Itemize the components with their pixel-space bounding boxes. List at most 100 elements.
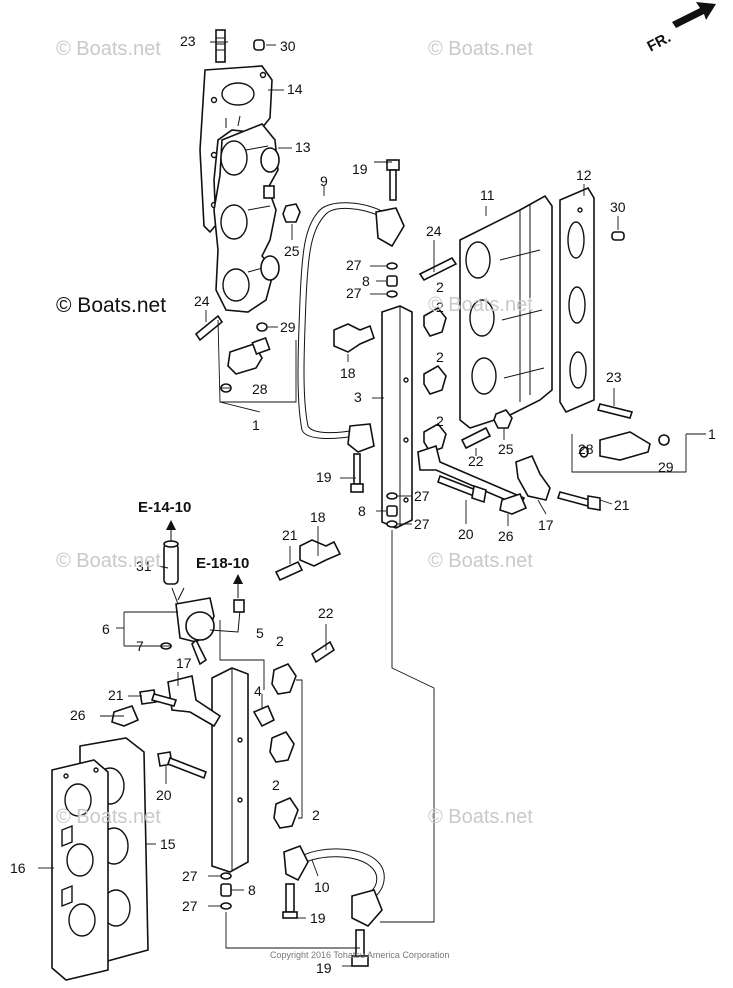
- callout-26: 26: [498, 528, 514, 544]
- fuel-rail-3: [381, 305, 413, 529]
- intake-manifold-13: [213, 115, 280, 313]
- callout-24: 24: [426, 223, 442, 239]
- callout-19: 19: [310, 910, 326, 926]
- injector-1-left: [217, 319, 297, 413]
- callout-21: 21: [108, 687, 124, 703]
- callout-14: 14: [287, 81, 303, 97]
- ref-e-18-10: E-18-10: [196, 555, 249, 572]
- callout-31: 31: [136, 558, 152, 574]
- watermark: © Boats.net: [56, 806, 161, 828]
- callout-19: 19: [316, 960, 332, 976]
- clamps-2-lower: [269, 663, 303, 829]
- callout-2: 2: [436, 279, 444, 295]
- watermark: © Boats.net: [56, 550, 161, 572]
- callout-1: 1: [708, 426, 716, 442]
- orings-27-8-lower: [220, 872, 360, 949]
- callout-30: 30: [610, 199, 626, 215]
- clip-26-lower: [111, 705, 140, 727]
- callout-12: 12: [576, 167, 592, 183]
- callout-18: 18: [310, 509, 326, 525]
- callout-23: 23: [180, 33, 196, 49]
- bolt-19-mid: [350, 453, 364, 493]
- callouts: 23 30 14 13 25 24 29 28 1 19 9 27 8 27 1…: [10, 33, 716, 976]
- copyright-text: Copyright 2016 Tohatsu America Corporati…: [270, 950, 450, 960]
- callout-16: 16: [10, 860, 26, 876]
- watermark-dark: © Boats.net: [56, 294, 167, 317]
- callout-5: 5: [256, 625, 264, 641]
- callout-6: 6: [102, 621, 110, 637]
- callout-4: 4: [254, 683, 262, 699]
- leader-lines: [38, 41, 619, 967]
- callout-18: 18: [340, 365, 356, 381]
- callout-23: 23: [606, 369, 622, 385]
- nut-25-top: [282, 203, 301, 223]
- callout-2: 2: [436, 349, 444, 365]
- callout-1: 1: [252, 417, 260, 433]
- callout-20: 20: [156, 787, 172, 803]
- fuel-pipe-9: [297, 202, 405, 453]
- callout-20: 20: [458, 526, 474, 542]
- callout-3: 3: [354, 389, 362, 405]
- bolt-19-upper: [386, 159, 400, 201]
- callout-30: 30: [280, 38, 296, 54]
- bolt-20-lower: [157, 751, 207, 780]
- bolt-20-right: [437, 474, 487, 504]
- callout-8: 8: [362, 273, 370, 289]
- callout-10: 10: [314, 879, 330, 895]
- cap-30-right: [611, 231, 625, 241]
- watermark: © Boats.net: [428, 294, 533, 316]
- callout-27: 27: [346, 285, 362, 301]
- stud-23-right: [596, 403, 634, 419]
- stud-24-right: [418, 256, 458, 282]
- callout-24: 24: [194, 293, 210, 309]
- callout-2: 2: [312, 807, 320, 823]
- stud-23-top: [215, 29, 226, 63]
- callout-2: 2: [276, 633, 284, 649]
- callout-21: 21: [282, 527, 298, 543]
- stud-24-left: [194, 314, 224, 342]
- clip-18-lower: [299, 539, 342, 567]
- fuel-rail-5: [211, 620, 265, 873]
- callout-8: 8: [248, 882, 256, 898]
- orings-27-8-upper: [386, 262, 398, 298]
- gasket-16: [51, 759, 109, 981]
- injector-1-right: [571, 431, 706, 473]
- callout-13: 13: [295, 139, 311, 155]
- intake-manifold-11: [459, 194, 553, 429]
- ref-e-14-10: E-14-10: [138, 499, 191, 516]
- hose-31: [163, 540, 179, 585]
- nut-25-right: [493, 409, 513, 429]
- callout-27: 27: [346, 257, 362, 273]
- clip-18-upper: [333, 323, 375, 353]
- callout-27: 27: [414, 516, 430, 532]
- bolt-22-lower: [310, 640, 336, 664]
- bolt-21-lower: [274, 560, 304, 582]
- callout-29: 29: [658, 459, 674, 475]
- callout-2: 2: [436, 299, 444, 315]
- reference-e-18-10: E-18-10: [196, 555, 249, 598]
- callout-15: 15: [160, 836, 176, 852]
- fuel-pipe-10: [283, 844, 385, 927]
- intake-gasket-14: [199, 65, 273, 234]
- screw-4: [252, 704, 276, 728]
- clip-26-right: [499, 493, 528, 515]
- regulator-6: [171, 587, 245, 666]
- callout-27: 27: [414, 488, 430, 504]
- callout-2: 2: [436, 413, 444, 429]
- front-direction-arrow: FR.: [644, 2, 716, 55]
- bolt-19-lower-b: [351, 929, 369, 967]
- callout-26: 26: [70, 707, 86, 723]
- bolt-21-right: [556, 491, 601, 511]
- callout-19: 19: [352, 161, 368, 177]
- callout-7: 7: [136, 638, 144, 654]
- bracket-17-lower: [167, 675, 222, 728]
- callout-2: 2: [272, 777, 280, 793]
- callout-27: 27: [182, 868, 198, 884]
- cap-30-top: [253, 39, 265, 51]
- watermark: © Boats.net: [56, 38, 161, 60]
- callout-22: 22: [468, 453, 484, 469]
- watermark: © Boats.net: [428, 550, 533, 572]
- reference-e-14-10: E-14-10: [138, 499, 191, 542]
- orings-27-8-mid: [386, 492, 398, 528]
